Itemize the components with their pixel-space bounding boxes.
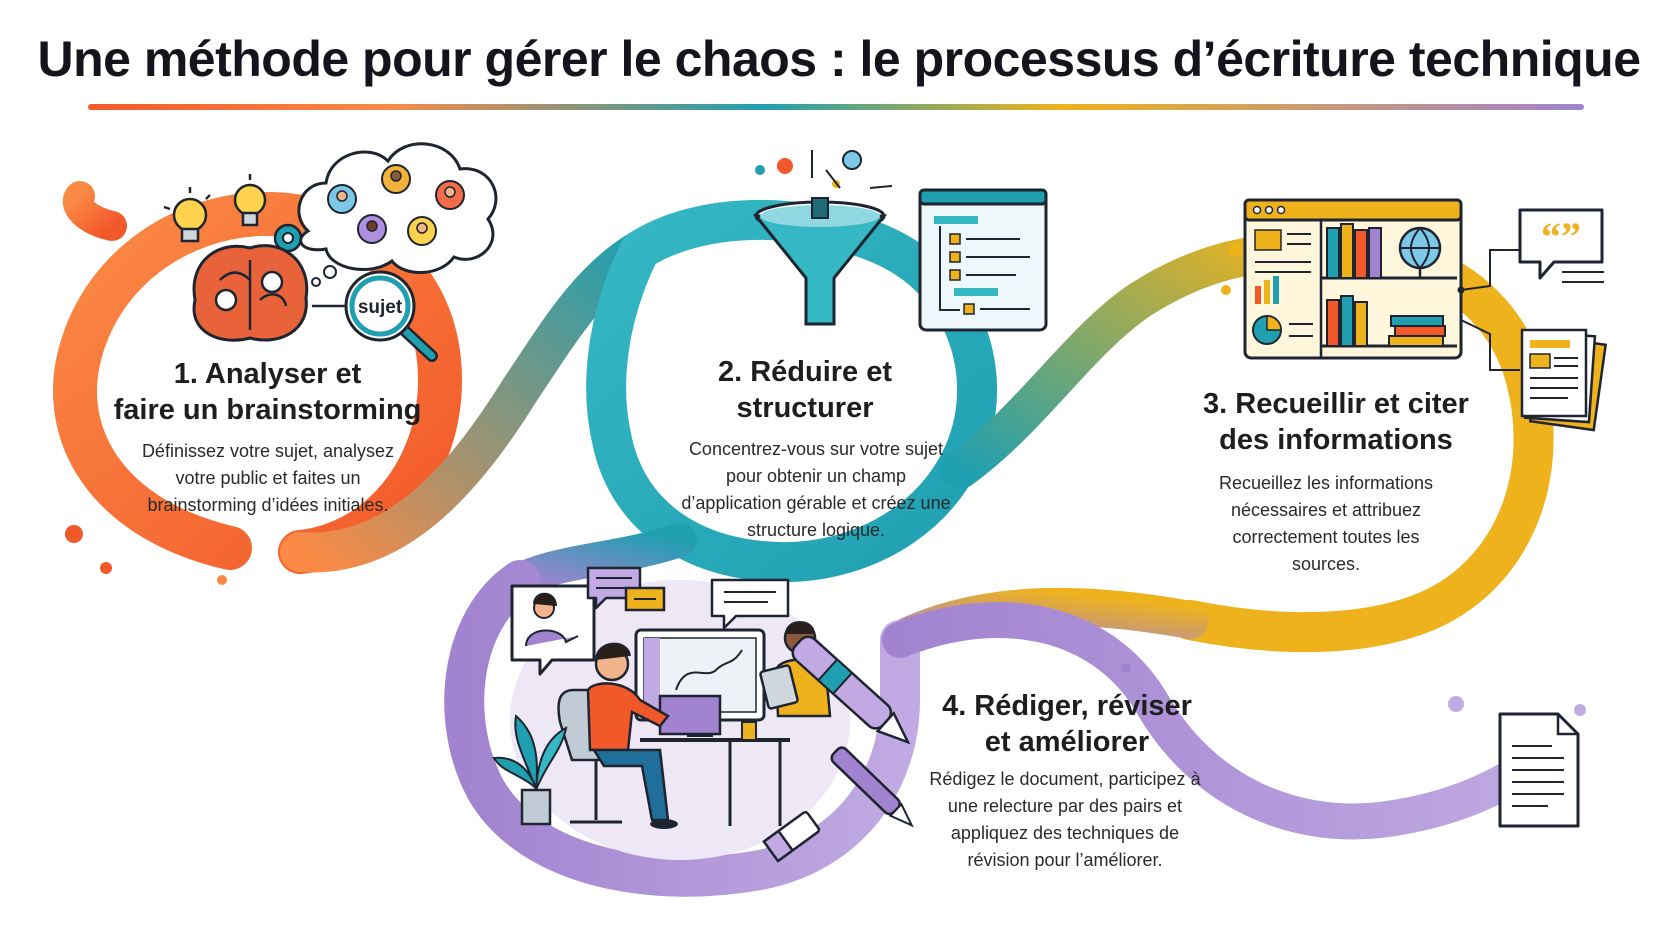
chat-bubble-icon [710, 578, 790, 630]
document-icon [1498, 712, 1580, 828]
step-1-illustration: sujet [163, 142, 498, 362]
thought-cloud-icon [297, 142, 498, 274]
step-3-description: Recueillez les informations nécessaires … [1218, 473, 1434, 574]
step-4-description: Rédigez le document, participez à une re… [929, 769, 1201, 870]
funnel-icon [752, 197, 888, 326]
step-2-description: Concentrez-vous sur votre sujet pour obt… [681, 439, 951, 540]
person-icon [381, 164, 411, 194]
person-icon [407, 216, 437, 246]
person-icon [327, 184, 357, 214]
video-call-icon [510, 584, 596, 676]
mug-icon [741, 721, 757, 741]
ribbon-purple-loop [444, 560, 921, 897]
ribbon-teal-to-yellow [941, 233, 1319, 489]
subject-label: sujet [358, 297, 403, 318]
droplets [65, 243, 1586, 716]
writer-at-desk-icon [557, 642, 678, 829]
brain-icon [192, 244, 309, 342]
title-underline [88, 104, 1584, 110]
ribbon-purple-tail [882, 602, 1578, 840]
pen-icon [830, 746, 914, 828]
laptop-icon [658, 694, 722, 736]
ribbon-orange-splash [62, 181, 127, 241]
ribbon-orange-loop [53, 191, 463, 574]
globe-icon [1398, 226, 1442, 280]
step-1-description: Définissez votre sujet, analysez votre p… [141, 441, 395, 515]
step-4-heading: 4. Rédiger, réviser et améliorer [942, 690, 1192, 758]
ribbon-orange-to-teal [280, 230, 660, 573]
quote-marks: “” [1541, 214, 1581, 259]
lightbulb-icon [163, 187, 211, 243]
papers-icon [1520, 328, 1608, 432]
step-3-illustration: “” [1243, 198, 1608, 432]
eraser-icon [762, 810, 821, 863]
bookshelf-icon [1321, 223, 1457, 348]
step-2-heading: 2. Réduire et structurer [717, 356, 893, 424]
quote-bubble-icon: “” [1518, 208, 1604, 283]
person-icon [357, 214, 387, 244]
page-title: Une méthode pour gérer le chaos : le pro… [37, 31, 1641, 87]
step-2-illustration [752, 150, 1048, 332]
person-icon [435, 180, 465, 210]
chat-bubble-icon [624, 586, 666, 612]
magnifier-icon: sujet [344, 270, 438, 362]
outline-document-icon [918, 188, 1048, 332]
step-1-heading: 1. Analyser et faire un brainstorming [113, 358, 422, 426]
step-3-heading: 3. Recueillir et citer des informations [1203, 388, 1469, 456]
step-4-illustration [492, 566, 1580, 863]
plant-icon [492, 714, 568, 826]
lightbulb-icon [233, 174, 267, 227]
pen-icon [791, 635, 911, 745]
